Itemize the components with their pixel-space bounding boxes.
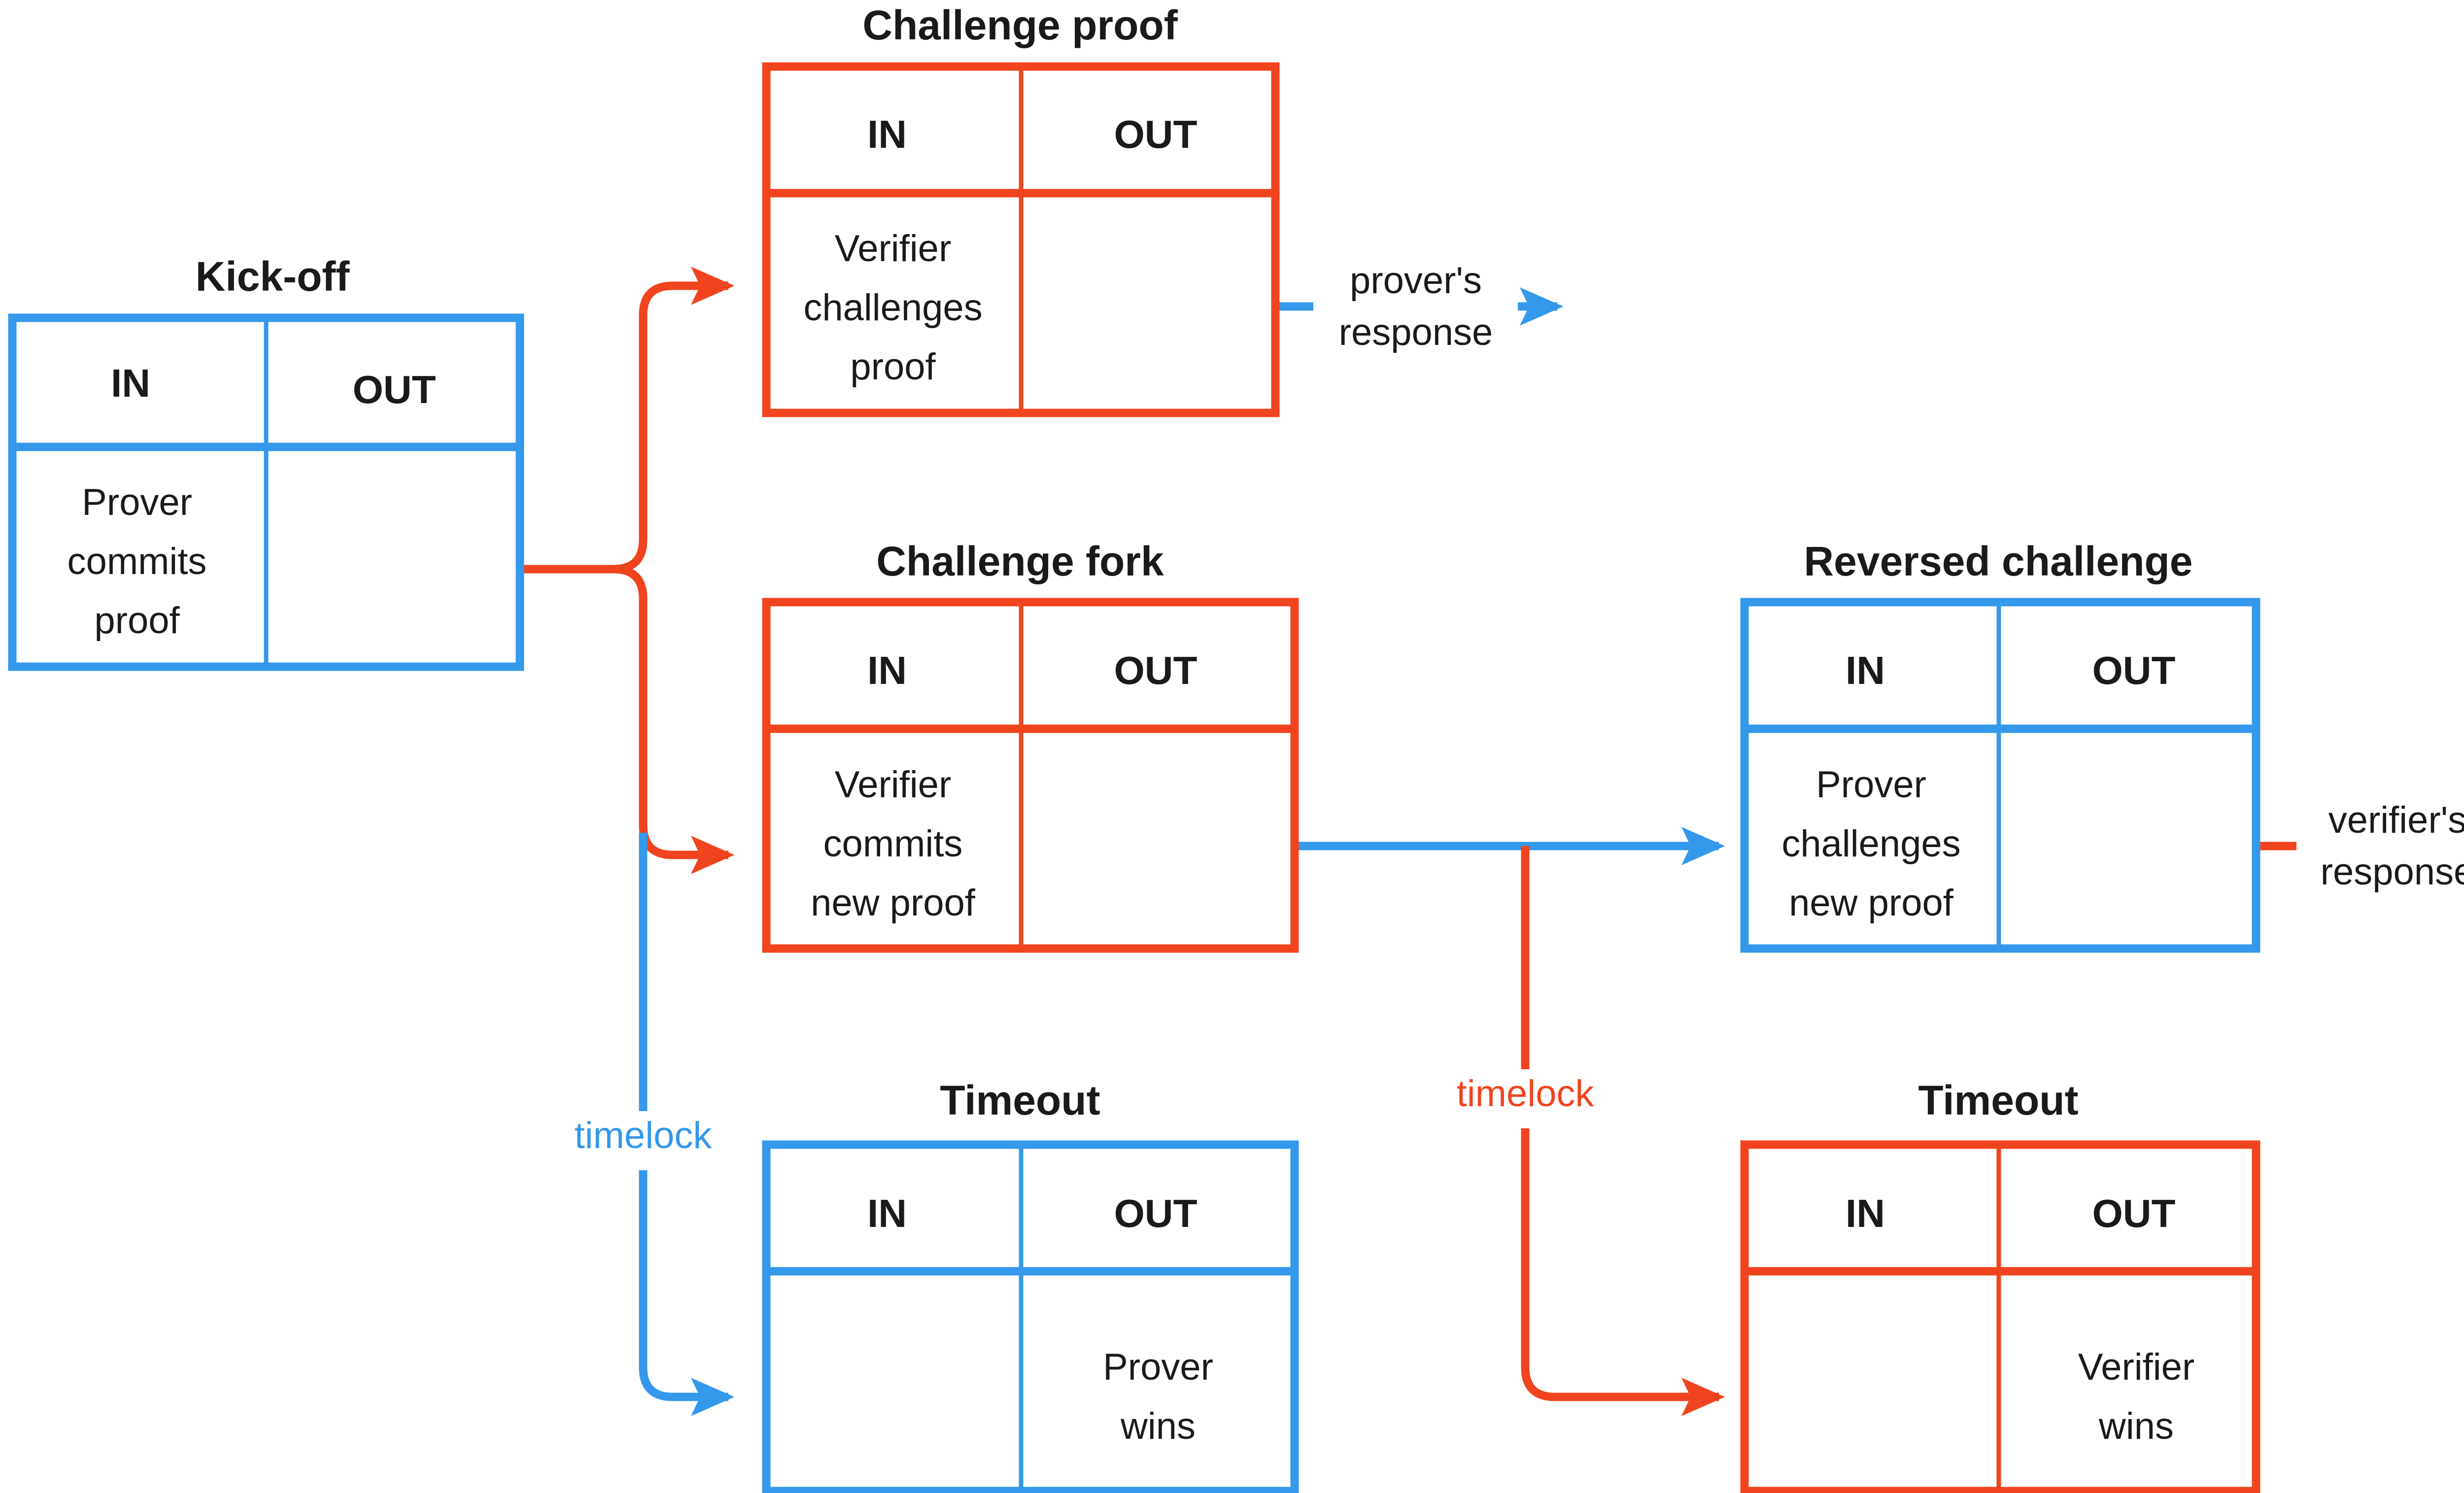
cell-line: challenges	[803, 287, 982, 329]
column-header-out: OUT	[1114, 648, 1198, 692]
tx-timeout-prover[interactable]: Timeout IN OUT Prover wins	[762, 1077, 1299, 1493]
connector-timelock-prover	[639, 833, 735, 1416]
cell-in-challenge-proof: Verifier challenges proof	[803, 228, 982, 388]
edge-label-line: verifier's	[2328, 799, 2464, 841]
timelock-label-red-text: timelock	[1457, 1073, 1595, 1115]
cell-out-timeout-verifier: Verifier wins	[2078, 1346, 2195, 1447]
tx-title-challenge-proof: Challenge proof	[862, 2, 1178, 48]
column-header-in: IN	[111, 361, 150, 405]
cell-line: challenges	[1781, 823, 1960, 865]
tx-reversed-challenge[interactable]: Reversed challenge IN OUT Prover challen…	[1740, 538, 2260, 953]
cell-line: new proof	[1789, 882, 1954, 924]
column-header-out: OUT	[1114, 1191, 1198, 1235]
column-header-in: IN	[867, 112, 907, 156]
tx-challenge-proof[interactable]: Challenge proof IN OUT Verifier challeng…	[762, 2, 1280, 417]
connector-kickoff-split	[520, 267, 735, 874]
cell-in-reversed-challenge: Prover challenges new proof	[1781, 764, 1960, 924]
edge-label-line: response	[1339, 311, 1493, 353]
cell-line: proof	[94, 600, 180, 642]
connector-timelock-verifier	[1521, 846, 1725, 1416]
tx-title-challenge-fork: Challenge fork	[876, 538, 1164, 584]
edge-label-provers-response: prover's response	[1339, 260, 1493, 353]
tx-box-timeout-prover	[762, 1140, 1299, 1493]
cell-line: commits	[823, 823, 963, 865]
column-header-in: IN	[1846, 648, 1885, 692]
cell-out-timeout-prover: Prover wins	[1103, 1346, 1213, 1447]
cell-in-kick-off: Prover commits proof	[68, 481, 207, 642]
column-header-out: OUT	[2092, 648, 2176, 692]
cell-line: Verifier	[2078, 1346, 2195, 1388]
edge-label-verifiers-response: verifier's response	[2321, 799, 2464, 893]
tx-title-timeout-prover: Timeout	[940, 1077, 1100, 1123]
timelock-label-red: timelock	[1429, 1069, 1626, 1128]
column-header-in: IN	[1846, 1191, 1885, 1235]
cell-line: wins	[1120, 1405, 1196, 1447]
cell-line: new proof	[811, 882, 976, 924]
column-header-out: OUT	[2092, 1191, 2176, 1235]
cell-line: Prover	[1816, 764, 1926, 806]
timelock-label-blue-text: timelock	[575, 1115, 713, 1156]
cell-line: Verifier	[835, 764, 952, 806]
column-header-out: OUT	[1114, 112, 1198, 156]
cell-line: Verifier	[835, 228, 952, 270]
edge-label-line: response	[2321, 851, 2464, 893]
cell-line: wins	[2098, 1405, 2174, 1447]
column-header-out: OUT	[353, 368, 436, 411]
edge-label-line: prover's	[1350, 260, 1482, 302]
tx-kick-off[interactable]: Kick-off IN OUT Prover commits proof	[8, 253, 524, 671]
cell-line: Prover	[82, 481, 192, 523]
tx-title-timeout-verifier: Timeout	[1918, 1077, 2078, 1123]
cell-line: Prover	[1103, 1346, 1213, 1388]
column-header-in: IN	[867, 1191, 907, 1235]
tx-challenge-fork[interactable]: Challenge fork IN OUT Verifier commits n…	[762, 538, 1299, 953]
timelock-label-red-backdrop	[1429, 1069, 1626, 1128]
cell-in-challenge-fork: Verifier commits new proof	[811, 764, 976, 924]
tx-timeout-verifier[interactable]: Timeout IN OUT Verifier wins	[1740, 1077, 2260, 1493]
tx-title-kick-off: Kick-off	[196, 253, 350, 300]
cell-line: proof	[850, 346, 936, 388]
cell-line: commits	[68, 541, 207, 582]
tx-box-challenge-fork	[762, 598, 1299, 953]
column-header-in: IN	[867, 648, 907, 692]
timelock-label-blue-backdrop	[547, 1111, 744, 1170]
timelock-label-blue: timelock	[547, 1111, 744, 1170]
tx-title-reversed-challenge: Reversed challenge	[1804, 538, 2192, 584]
